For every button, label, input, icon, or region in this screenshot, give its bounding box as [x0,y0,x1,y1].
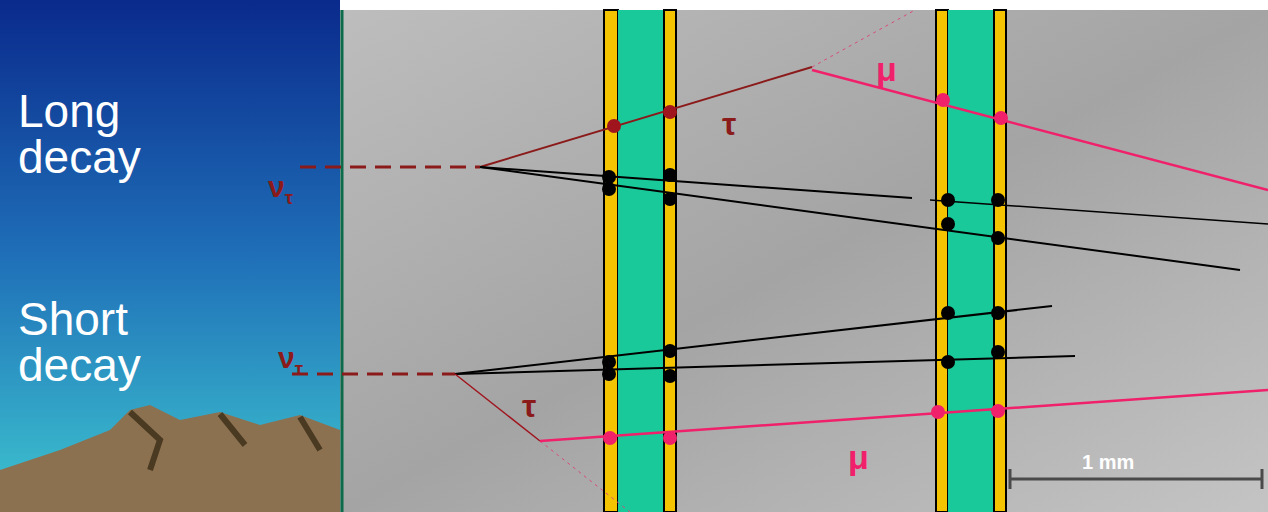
neutrino-symbol: ντ [268,172,293,207]
detector-panel [340,10,1268,512]
scale-label: 1 mm [1082,452,1134,472]
sky-background [0,0,340,512]
scale-bar [1010,469,1262,489]
hit-dots [602,93,1008,445]
side-label: Short decay [18,296,208,388]
mountains [0,405,340,512]
mountain-shadow [130,412,320,470]
neutrino-symbol: ντ [278,343,303,378]
tau-symbol: τ [722,108,736,140]
muon-symbol: μ [876,52,897,86]
tau-symbol: τ [522,390,536,422]
emulsion-layers [604,10,1006,512]
muon-symbol: μ [848,440,869,474]
side-label: Long decay [18,88,208,180]
panel-edge [341,10,344,512]
tracks [292,10,1268,512]
